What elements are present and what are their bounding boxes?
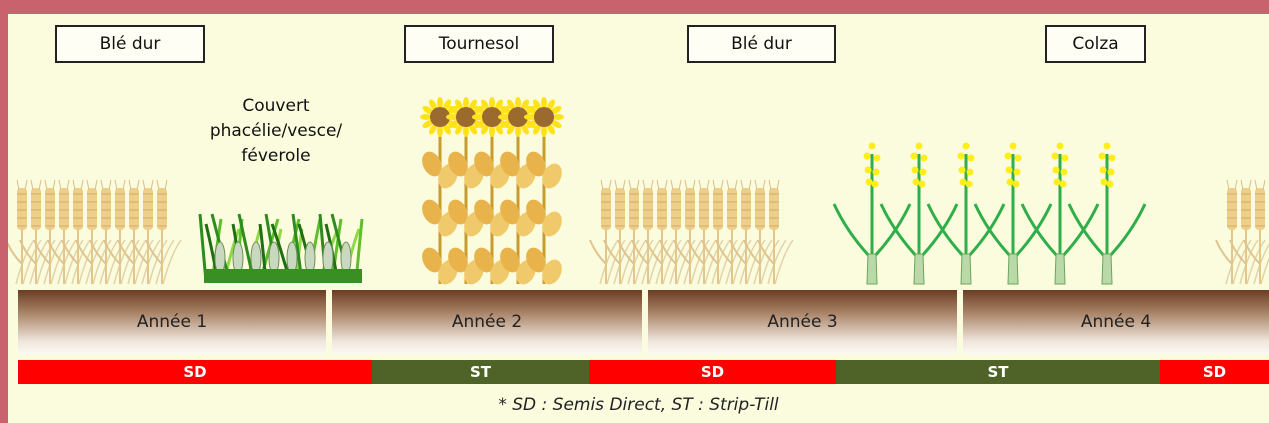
- year-band-2: Année 2: [332, 290, 642, 354]
- wheat-illustration-3: [1215, 179, 1269, 285]
- cover-line-3: féverole: [241, 146, 311, 166]
- cover-crop-illustration: [198, 213, 364, 283]
- tillage-segment-sd-2: SD: [589, 360, 836, 384]
- colza-illustration: [832, 142, 1147, 285]
- tillage-segment-sd-3: SD: [1160, 360, 1269, 384]
- tillage-segment-sd-1: SD: [18, 360, 372, 384]
- tillage-segment-st-2: ST: [836, 360, 1160, 384]
- cover-line-2: phacélie/vesce/: [209, 121, 343, 141]
- year-band-1: Année 1: [18, 290, 326, 354]
- crop-label-ble-dur-2: Blé dur: [687, 25, 836, 63]
- sunflower-illustration: [420, 97, 564, 285]
- footnote: * SD : Semis Direct, ST : Strip-Till: [498, 395, 779, 415]
- plant-illustrations: [8, 97, 1269, 285]
- crop-label-ble-dur-1: Blé dur: [55, 25, 205, 63]
- rotation-diagram: Blé dur Tournesol Blé dur Colza Couvert …: [8, 14, 1269, 423]
- wheat-illustration-2: [589, 179, 794, 285]
- wheat-illustration-1: [8, 179, 182, 285]
- tillage-segment-st-1: ST: [372, 360, 589, 384]
- year-band-4: Année 4: [963, 290, 1269, 354]
- crop-label-colza: Colza: [1045, 25, 1146, 63]
- cover-line-1: Couvert: [242, 96, 310, 116]
- crop-label-tournesol: Tournesol: [404, 25, 554, 63]
- year-band-3: Année 3: [648, 290, 957, 354]
- cover-crop-label: Couvert phacélie/vesce/ féverole: [196, 94, 356, 169]
